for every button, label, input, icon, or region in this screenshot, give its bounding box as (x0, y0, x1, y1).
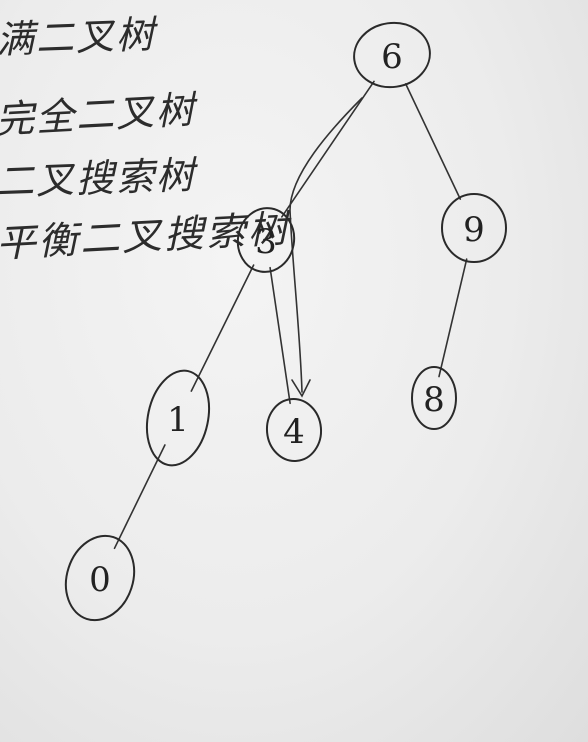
node-label-8: 8 (423, 380, 445, 420)
node-circle-8 (411, 366, 457, 430)
node-label-1: 1 (167, 400, 189, 440)
edge-n9-n8 (438, 258, 468, 378)
node-circle-1 (146, 369, 210, 467)
tree-node-0: 0 (64, 534, 136, 622)
node-label-0: 0 (89, 560, 111, 600)
edge-n1-n0 (113, 444, 166, 550)
edge-n6-n9 (404, 83, 462, 200)
node-label-3: 3 (255, 222, 277, 262)
edge-n3-n1 (190, 264, 255, 392)
node-circle-4 (265, 398, 323, 462)
arrow-6-to-4 (289, 97, 363, 393)
node-circle-9 (441, 193, 507, 263)
arrow-head-4 (291, 379, 311, 398)
tree-node-4: 4 (265, 398, 323, 462)
tree-node-9: 9 (441, 193, 507, 263)
tree-node-6: 6 (353, 21, 431, 89)
tree-node-8: 8 (411, 366, 457, 430)
node-label-4: 4 (283, 412, 305, 452)
node-circle-0 (64, 534, 136, 622)
tree-node-1: 1 (146, 369, 210, 467)
tree-nodes: 6 3 9 1 4 8 0 (64, 21, 507, 622)
edge-n6-n3 (280, 80, 375, 218)
node-label-6: 6 (381, 37, 403, 77)
edge-n3-n4 (269, 266, 291, 405)
node-circle-6 (353, 21, 431, 89)
tree-edges (113, 80, 468, 550)
tree-node-3: 3 (236, 207, 296, 273)
node-label-9: 9 (463, 210, 485, 250)
node-circle-3 (236, 207, 296, 273)
